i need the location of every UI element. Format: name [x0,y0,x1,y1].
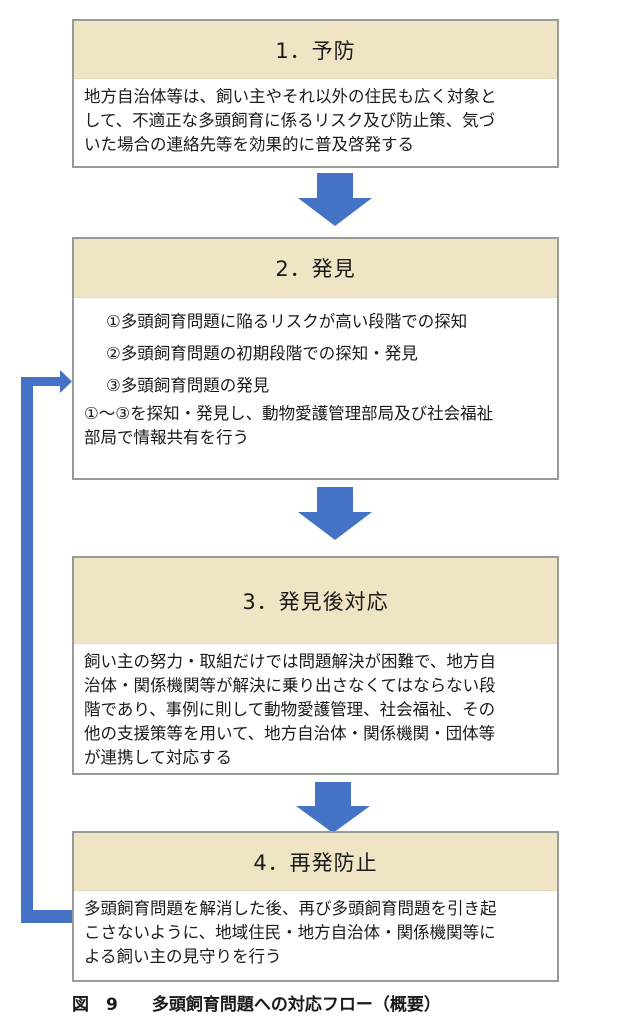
step-2-line: ①～③を探知・発見し、動物愛護管理部局及び社会福祉 [84,404,494,423]
step-2-item: ①多頭飼育問題に陥るリスクが高い段階での探知 [106,312,468,331]
step-1-body: 地方自治体等は、飼い主やそれ以外の住民も広く対象と して、不適正な多頭飼育に係る… [74,79,557,163]
step-2-body: ①多頭飼育問題に陥るリスクが高い段階での探知 ②多頭飼育問題の初期段階での探知・… [74,298,557,456]
step-3-box: 3．発見後対応 飼い主の努力・取組だけでは問題解決が困難で、地方自 治体・関係機… [72,556,559,775]
step-2-item: ②多頭飼育問題の初期段階での探知・発見 [106,344,418,363]
step-4-body: 多頭飼育問題を解消した後、再び多頭飼育問題を引き起 こさないように、地域住民・地… [74,891,557,975]
step-3-line: 治体・関係機関等が解決に乗り出さなくてはならない段 [84,676,496,695]
down-arrow-icon [298,173,372,226]
step-3-body: 飼い主の努力・取組だけでは問題解決が困難で、地方自 治体・関係機関等が解決に乗り… [74,644,557,776]
step-1-line: いた場合の連絡先等を効果的に普及啓発する [84,135,414,154]
step-3-title: 3．発見後対応 [74,558,557,644]
figure-caption: 図 9 多頭飼育問題への対応フロー（概要） [72,995,441,1015]
step-3-line: 階であり、事例に則して動物愛護管理、社会福祉、その [84,700,496,719]
step-1-line: して、不適正な多頭飼育に係るリスク及び防止策、気づ [84,111,496,130]
step-4-line: よる飼い主の見守りを行う [84,947,282,966]
loop-back-arrow-shape [21,370,72,923]
step-4-line: こさないように、地域住民・地方自治体・関係機関等に [84,923,496,942]
step-2-title: 2．発見 [74,239,557,298]
step-3-line: 飼い主の努力・取組だけでは問題解決が困難で、地方自 [84,652,496,671]
step-3-line: が連携して対応する [84,748,233,767]
step-3-line: 他の支援策等を用いて、地方自治体・関係機関・団体等 [84,724,496,743]
step-2-item: ③多頭飼育問題の発見 [106,376,270,395]
step-4-box: 4．再発防止 多頭飼育問題を解消した後、再び多頭飼育問題を引き起 こさないように… [72,831,559,982]
step-1-line: 地方自治体等は、飼い主やそれ以外の住民も広く対象と [84,87,497,106]
step-4-line: 多頭飼育問題を解消した後、再び多頭飼育問題を引き起 [84,899,497,918]
step-1-box: 1．予防 地方自治体等は、飼い主やそれ以外の住民も広く対象と して、不適正な多頭… [72,19,559,168]
down-arrow-icon [298,487,372,540]
step-1-title: 1．予防 [74,21,557,79]
step-4-title: 4．再発防止 [74,833,557,891]
step-2-line: 部局で情報共有を行う [84,428,249,447]
down-arrow-icon [296,782,370,833]
step-2-box: 2．発見 ①多頭飼育問題に陥るリスクが高い段階での探知 ②多頭飼育問題の初期段階… [72,237,559,480]
